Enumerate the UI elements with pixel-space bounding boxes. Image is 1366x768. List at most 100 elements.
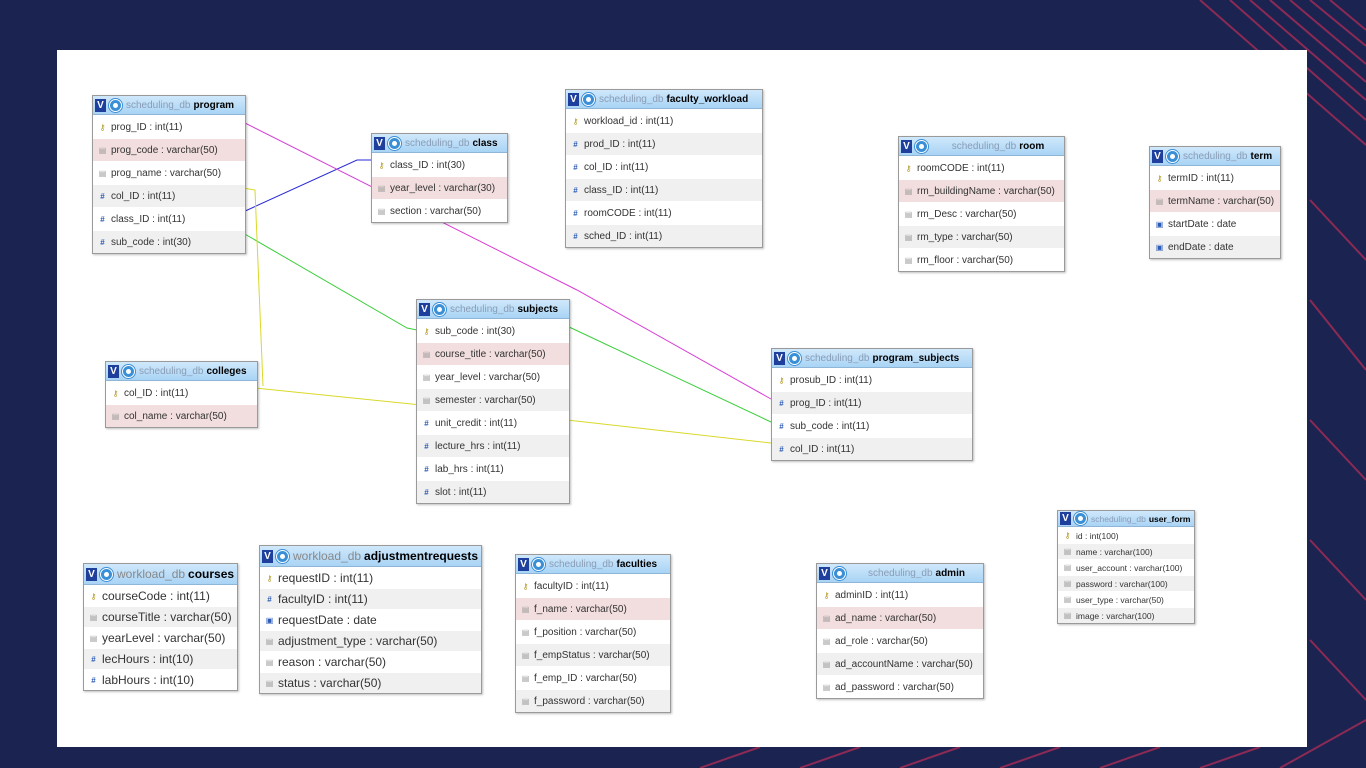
column-row[interactable]: #facultyID : int(11) bbox=[260, 588, 481, 609]
column-row[interactable]: ▤ad_role : varchar(50) bbox=[817, 629, 983, 652]
column-row[interactable]: #col_ID : int(11) bbox=[93, 184, 245, 207]
gear-icon[interactable] bbox=[388, 136, 401, 150]
column-row[interactable]: #class_ID : int(11) bbox=[93, 207, 245, 230]
column-row[interactable]: ⚷termID : int(11) bbox=[1150, 166, 1280, 189]
column-row[interactable]: #lecHours : int(10) bbox=[84, 648, 237, 669]
column-row[interactable]: #col_ID : int(11) bbox=[566, 155, 762, 178]
column-row[interactable]: ▤courseTitle : varchar(50) bbox=[84, 606, 237, 627]
column-row[interactable]: ▤f_position : varchar(50) bbox=[516, 620, 670, 643]
collapse-toggle-icon[interactable]: V bbox=[568, 92, 579, 106]
column-row[interactable]: ⚷courseCode : int(11) bbox=[84, 585, 237, 606]
gear-icon[interactable] bbox=[122, 364, 135, 378]
column-row[interactable]: ▤rm_Desc : varchar(50) bbox=[899, 202, 1064, 225]
column-row[interactable]: ▤rm_type : varchar(50) bbox=[899, 225, 1064, 248]
column-row[interactable]: ⚷sub_code : int(30) bbox=[417, 319, 569, 342]
column-row[interactable]: #col_ID : int(11) bbox=[772, 437, 972, 460]
collapse-toggle-icon[interactable]: V bbox=[419, 302, 430, 316]
column-row[interactable]: ▤image : varchar(100) bbox=[1058, 607, 1194, 623]
column-row[interactable]: ⚷roomCODE : int(11) bbox=[899, 156, 1064, 179]
column-row[interactable]: #lecture_hrs : int(11) bbox=[417, 434, 569, 457]
collapse-toggle-icon[interactable]: V bbox=[774, 351, 785, 365]
collapse-toggle-icon[interactable]: V bbox=[901, 139, 912, 153]
column-row[interactable]: ▤password : varchar(100) bbox=[1058, 575, 1194, 591]
column-row[interactable]: #unit_credit : int(11) bbox=[417, 411, 569, 434]
collapse-toggle-icon[interactable]: V bbox=[262, 549, 273, 563]
collapse-toggle-icon[interactable]: V bbox=[374, 136, 385, 150]
collapse-toggle-icon[interactable]: V bbox=[95, 98, 106, 112]
gear-icon[interactable] bbox=[1074, 512, 1087, 525]
column-row[interactable]: #lab_hrs : int(11) bbox=[417, 457, 569, 480]
collapse-toggle-icon[interactable]: V bbox=[86, 567, 97, 581]
collapse-toggle-icon[interactable]: V bbox=[518, 557, 529, 571]
collapse-toggle-icon[interactable]: V bbox=[1060, 512, 1071, 525]
column-row[interactable]: ⚷prosub_ID : int(11) bbox=[772, 368, 972, 391]
collapse-toggle-icon[interactable]: V bbox=[1152, 149, 1163, 163]
column-row[interactable]: ▤adjustment_type : varchar(50) bbox=[260, 630, 481, 651]
column-row[interactable]: ▤ad_name : varchar(50) bbox=[817, 606, 983, 629]
gear-icon[interactable] bbox=[276, 549, 289, 563]
column-row[interactable]: #labHours : int(10) bbox=[84, 669, 237, 690]
column-row[interactable]: ▤rm_buildingName : varchar(50) bbox=[899, 179, 1064, 202]
column-row[interactable]: ▤name : varchar(100) bbox=[1058, 543, 1194, 559]
column-row[interactable]: ▤section : varchar(50) bbox=[372, 199, 507, 222]
column-row[interactable]: #roomCODE : int(11) bbox=[566, 201, 762, 224]
column-row[interactable]: ▤ad_accountName : varchar(50) bbox=[817, 652, 983, 675]
column-row[interactable]: #sub_code : int(11) bbox=[772, 414, 972, 437]
gear-icon[interactable] bbox=[582, 92, 595, 106]
collapse-toggle-icon[interactable]: V bbox=[108, 364, 119, 378]
column-row[interactable]: ⚷workload_id : int(11) bbox=[566, 109, 762, 132]
column-row[interactable]: ▤termName : varchar(50) bbox=[1150, 189, 1280, 212]
column-row[interactable]: ▣requestDate : date bbox=[260, 609, 481, 630]
column-row[interactable]: ▤f_empStatus : varchar(50) bbox=[516, 643, 670, 666]
column-row[interactable]: #sched_ID : int(11) bbox=[566, 224, 762, 247]
column-row[interactable]: ⚷col_ID : int(11) bbox=[106, 381, 257, 404]
column-row[interactable]: ▤f_password : varchar(50) bbox=[516, 689, 670, 712]
column-row[interactable]: ⚷requestID : int(11) bbox=[260, 567, 481, 588]
column-row[interactable]: ▤prog_code : varchar(50) bbox=[93, 138, 245, 161]
column-row[interactable]: #prod_ID : int(11) bbox=[566, 132, 762, 155]
gear-icon[interactable] bbox=[100, 567, 113, 581]
column-row[interactable]: ▤user_type : varchar(50) bbox=[1058, 591, 1194, 607]
gear-icon[interactable] bbox=[433, 302, 446, 316]
column-row[interactable]: ▤status : varchar(50) bbox=[260, 672, 481, 693]
column-row[interactable]: ▣endDate : date bbox=[1150, 235, 1280, 258]
column-row[interactable]: #prog_ID : int(11) bbox=[772, 391, 972, 414]
column-row[interactable]: ▤prog_name : varchar(50) bbox=[93, 161, 245, 184]
column-row[interactable]: ▤semester : varchar(50) bbox=[417, 388, 569, 411]
column-row[interactable]: ⚷facultyID : int(11) bbox=[516, 574, 670, 597]
column-row[interactable]: #sub_code : int(30) bbox=[93, 230, 245, 253]
column-row[interactable]: ▤rm_floor : varchar(50) bbox=[899, 248, 1064, 271]
gear-icon[interactable] bbox=[109, 98, 122, 112]
column-row[interactable]: ▤ad_password : varchar(50) bbox=[817, 675, 983, 698]
column-row[interactable]: ▤course_title : varchar(50) bbox=[417, 342, 569, 365]
column-row[interactable]: ⚷id : int(100) bbox=[1058, 527, 1194, 543]
column-row[interactable]: ▤yearLevel : varchar(50) bbox=[84, 627, 237, 648]
column-row[interactable]: ▤f_name : varchar(50) bbox=[516, 597, 670, 620]
column-row[interactable]: ⚷adminID : int(11) bbox=[817, 583, 983, 606]
column-row[interactable]: ▤year_level : varchar(50) bbox=[417, 365, 569, 388]
column-row[interactable]: #class_ID : int(11) bbox=[566, 178, 762, 201]
gear-icon[interactable] bbox=[915, 139, 928, 153]
column-row[interactable]: ▤col_name : varchar(50) bbox=[106, 404, 257, 427]
